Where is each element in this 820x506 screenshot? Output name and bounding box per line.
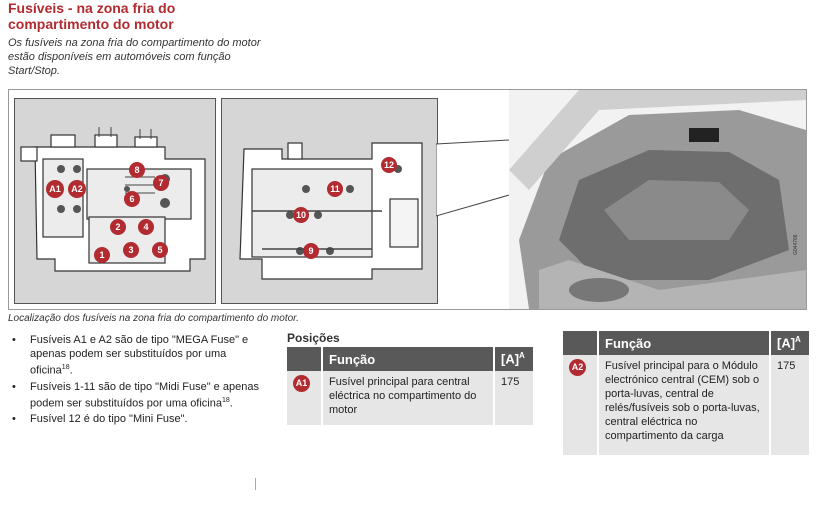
positions-heading: Posições: [287, 331, 340, 345]
fuse-holder-panel: 9 10 11 12: [221, 98, 438, 304]
list-item: Fusíveis 1-11 são de tipo "Midi Fuse" e …: [12, 380, 262, 411]
column-divider: [255, 478, 256, 490]
label-a2: A2: [71, 184, 83, 194]
column-header-amp: [A]A: [770, 331, 809, 355]
list-item: Fusível 12 é do tipo "Mini Fuse".: [12, 412, 262, 426]
column-header-amp: [A]A: [494, 347, 533, 371]
label-fuse-7: 7: [158, 178, 163, 188]
label-fuse-8: 8: [134, 165, 139, 175]
engine-bay-illustration: [509, 90, 806, 309]
fuse-location-figure: A1 A2 1 2 3 4 5 6 7 8: [8, 89, 807, 310]
table-row: A1 Fusível principal para central eléctr…: [287, 371, 533, 425]
table-row: A2 Fusível principal para o Módulo elect…: [563, 355, 809, 455]
figure-caption: Localização dos fusíveis na zona fria do…: [8, 313, 299, 324]
label-a1: A1: [49, 184, 61, 194]
fuse-table-a2: Função [A]A A2 Fusível principal para o …: [563, 331, 809, 455]
label-fuse-4: 4: [143, 222, 148, 232]
fuse-box-drawing: A1 A2 1 2 3 4 5 6 7 8: [20, 127, 206, 272]
list-item: Fusíveis A1 e A2 são de tipo "MEGA Fuse"…: [12, 333, 262, 378]
notes-list: Fusíveis A1 e A2 são de tipo "MEGA Fuse"…: [12, 333, 262, 428]
label-fuse-3: 3: [128, 245, 133, 255]
label-fuse-12: 12: [384, 160, 394, 170]
page-title: Fusíveis - na zona fria do compartimento…: [8, 0, 175, 32]
position-badge: A1: [293, 375, 310, 392]
column-header-function: Função: [322, 347, 495, 371]
column-header-function: Função: [598, 331, 771, 355]
intro-text: Os fusíveis na zona fria do compartiment…: [8, 37, 261, 77]
figure-code: G044766: [793, 234, 799, 255]
label-fuse-1: 1: [99, 250, 104, 260]
position-badge: A2: [569, 359, 586, 376]
label-fuse-6: 6: [129, 194, 134, 204]
label-fuse-11: 11: [330, 184, 340, 194]
function-cell: Fusível principal para central eléctrica…: [322, 371, 495, 425]
label-fuse-5: 5: [157, 245, 162, 255]
label-fuse-10: 10: [296, 210, 306, 220]
fuse-box-panel: A1 A2 1 2 3 4 5 6 7 8: [14, 98, 216, 304]
title-line-1: Fusíveis - na zona fria do: [8, 0, 176, 16]
title-line-2: compartimento do motor: [8, 16, 174, 32]
amp-cell: 175: [494, 371, 533, 425]
fuse-table-a1: Função [A]A A1 Fusível principal para ce…: [287, 347, 533, 425]
fuse-holder-drawing: 9 10 11 12: [239, 142, 423, 280]
amp-cell: 175: [770, 355, 809, 455]
function-cell: Fusível principal para o Módulo electrón…: [598, 355, 771, 455]
label-fuse-2: 2: [115, 222, 120, 232]
label-fuse-9: 9: [308, 246, 313, 256]
